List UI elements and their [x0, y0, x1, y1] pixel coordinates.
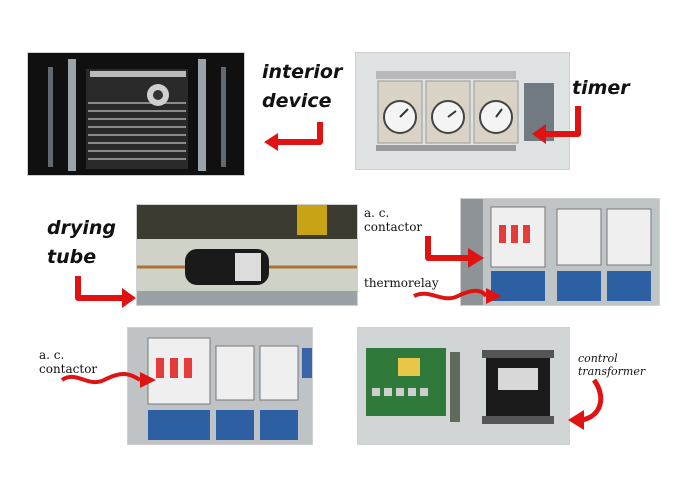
contactor-panel-illustration [461, 199, 659, 305]
photo-control-transformer [357, 327, 570, 445]
timer-illustration [356, 53, 569, 169]
red-squiggle-arrow-icon [413, 288, 502, 304]
label-drying-tube: drying tube [47, 217, 116, 268]
photo-drying-tube [136, 204, 358, 306]
photo-contactor-thermorelay [460, 198, 660, 306]
drying-tube-illustration [137, 205, 357, 305]
photo-ac-contactor [127, 327, 313, 445]
red-squiggle-arrow-icon [60, 372, 156, 388]
label-timer: timer [572, 77, 630, 99]
control-transformer-illustration [358, 328, 569, 444]
red-bent-arrow-icon [532, 106, 581, 144]
label-thermorelay: thermorelay [364, 276, 439, 290]
ac-contactor-illustration [128, 328, 312, 444]
label-ac-contactor-bottom: a. c. contactor [39, 348, 98, 376]
label-control-transformer: control transformer [578, 352, 646, 378]
red-curved-arrow-icon [568, 378, 604, 430]
photo-timer [355, 52, 570, 170]
red-bent-arrow-icon [75, 276, 136, 308]
label-interior-device: interior device [262, 61, 343, 112]
label-ac-contactor-top: a. c. contactor [364, 206, 423, 234]
interior-device-illustration [28, 53, 244, 175]
photo-interior-device [27, 52, 245, 176]
red-bent-arrow-icon [264, 122, 323, 151]
red-bent-arrow-icon [425, 236, 484, 268]
